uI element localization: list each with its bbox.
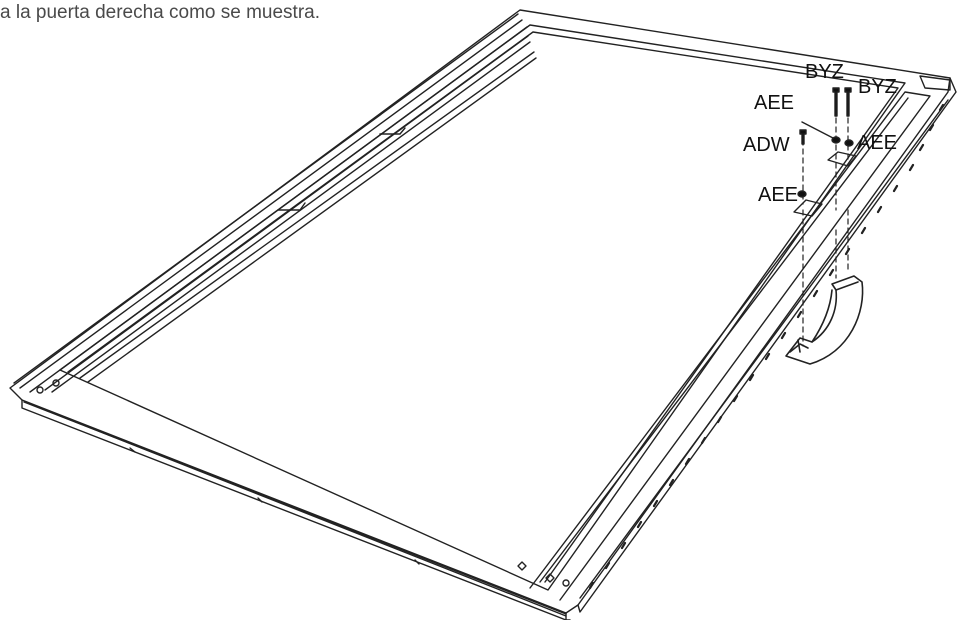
label-aee-top: AEE bbox=[754, 92, 794, 114]
handle-mount-tabs bbox=[793, 151, 857, 217]
front-edge-groove bbox=[23, 401, 567, 617]
screw-adw bbox=[799, 129, 807, 145]
washer-aee-right bbox=[844, 139, 854, 147]
part-labels: BYZ BYZ AEE ADW AEE AEE bbox=[743, 61, 897, 206]
label-byz-left: BYZ bbox=[805, 61, 844, 83]
label-adw: ADW bbox=[743, 134, 790, 156]
washer-aee-lower bbox=[797, 190, 807, 198]
washer-aee-top bbox=[831, 136, 841, 144]
instruction-caption: a la puerta derecha como se muestra. bbox=[0, 2, 321, 23]
label-byz-right: BYZ bbox=[858, 76, 897, 98]
label-aee-right: AEE bbox=[857, 132, 897, 154]
alignment-dashes bbox=[802, 117, 849, 347]
left-rail bbox=[13, 13, 537, 394]
fasteners bbox=[797, 87, 854, 198]
label-aee-lower: AEE bbox=[758, 184, 798, 206]
screw-byz-right bbox=[844, 87, 852, 117]
screw-byz-left bbox=[832, 87, 840, 117]
door-panel bbox=[9, 9, 957, 620]
right-rail bbox=[517, 75, 951, 601]
door-handle bbox=[785, 275, 864, 365]
